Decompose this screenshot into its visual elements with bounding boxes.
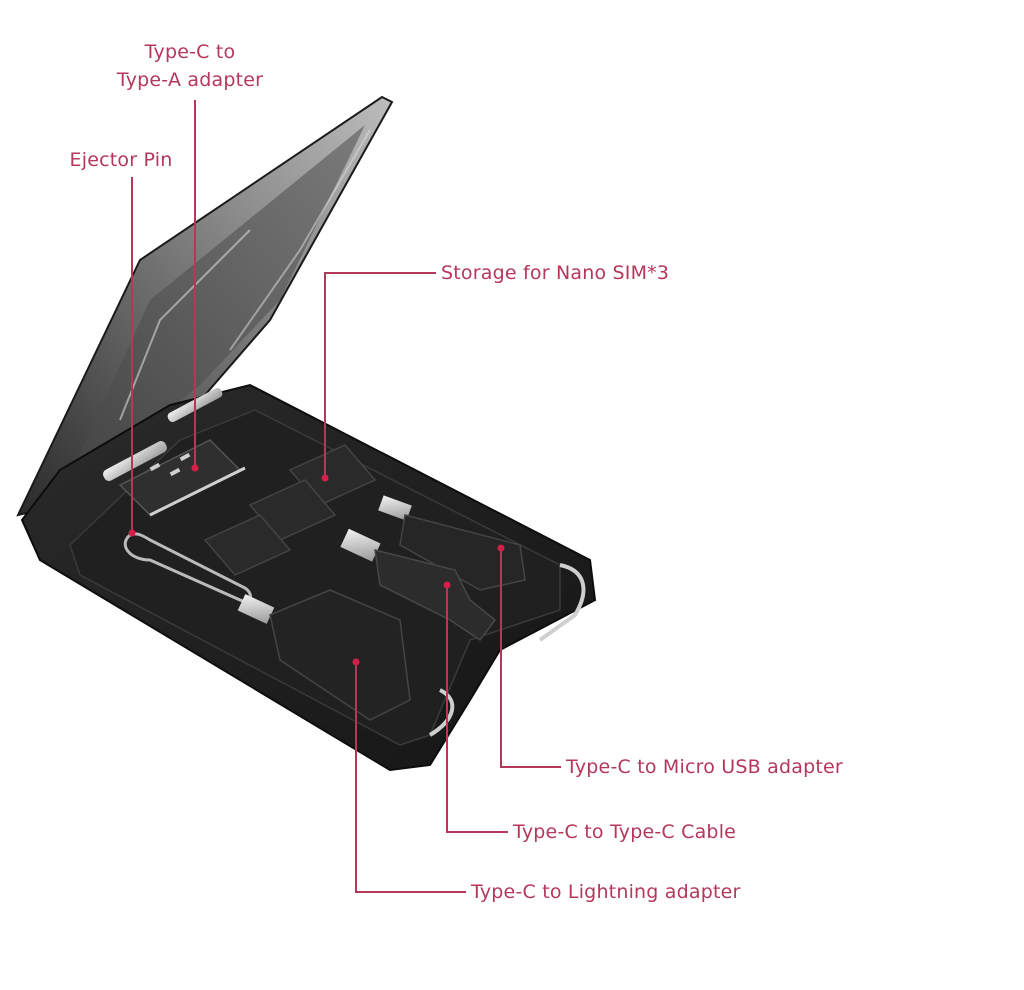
callout-label-line-1: Type-C to [144,41,236,63]
lightning-adapter [237,589,411,721]
callout-label-type-c-to-type-a: Type-C to Type-A adapter [117,38,263,94]
callout-label-line-2: Type-A adapter [116,69,264,91]
usb-a-adapter [118,439,246,517]
leader-line-type-c-to-lightning [355,662,466,893]
leader-line-type-c-to-micro-usb [500,548,561,768]
leader-line-type-c-to-type-c-cable [446,585,508,833]
leader-dot-type-c-to-type-a [191,464,199,472]
callout-label-ejector-pin: Ejector Pin [69,149,173,171]
callout-label-type-c-to-type-c-cable: Type-C to Type-C Cable [513,821,737,843]
callout-label-type-c-to-lightning: Type-C to Lightning adapter [471,881,741,903]
callout-label-nano-sim-storage: Storage for Nano SIM*3 [441,262,670,284]
callout-leaders [128,100,561,893]
leader-dot-nano-sim-storage [321,474,329,482]
leader-dot-type-c-to-lightning [352,658,360,666]
micro-usb-adapter [378,495,526,591]
type-c-cable [340,528,497,642]
leader-dot-ejector-pin [128,529,136,537]
leader-dot-type-c-to-type-c-cable [443,581,451,589]
sim-slots [203,444,377,576]
leader-line-nano-sim-storage [324,272,436,478]
callout-label-type-c-to-micro-usb: Type-C to Micro USB adapter [566,756,843,778]
leader-dot-type-c-to-micro-usb [497,544,505,552]
